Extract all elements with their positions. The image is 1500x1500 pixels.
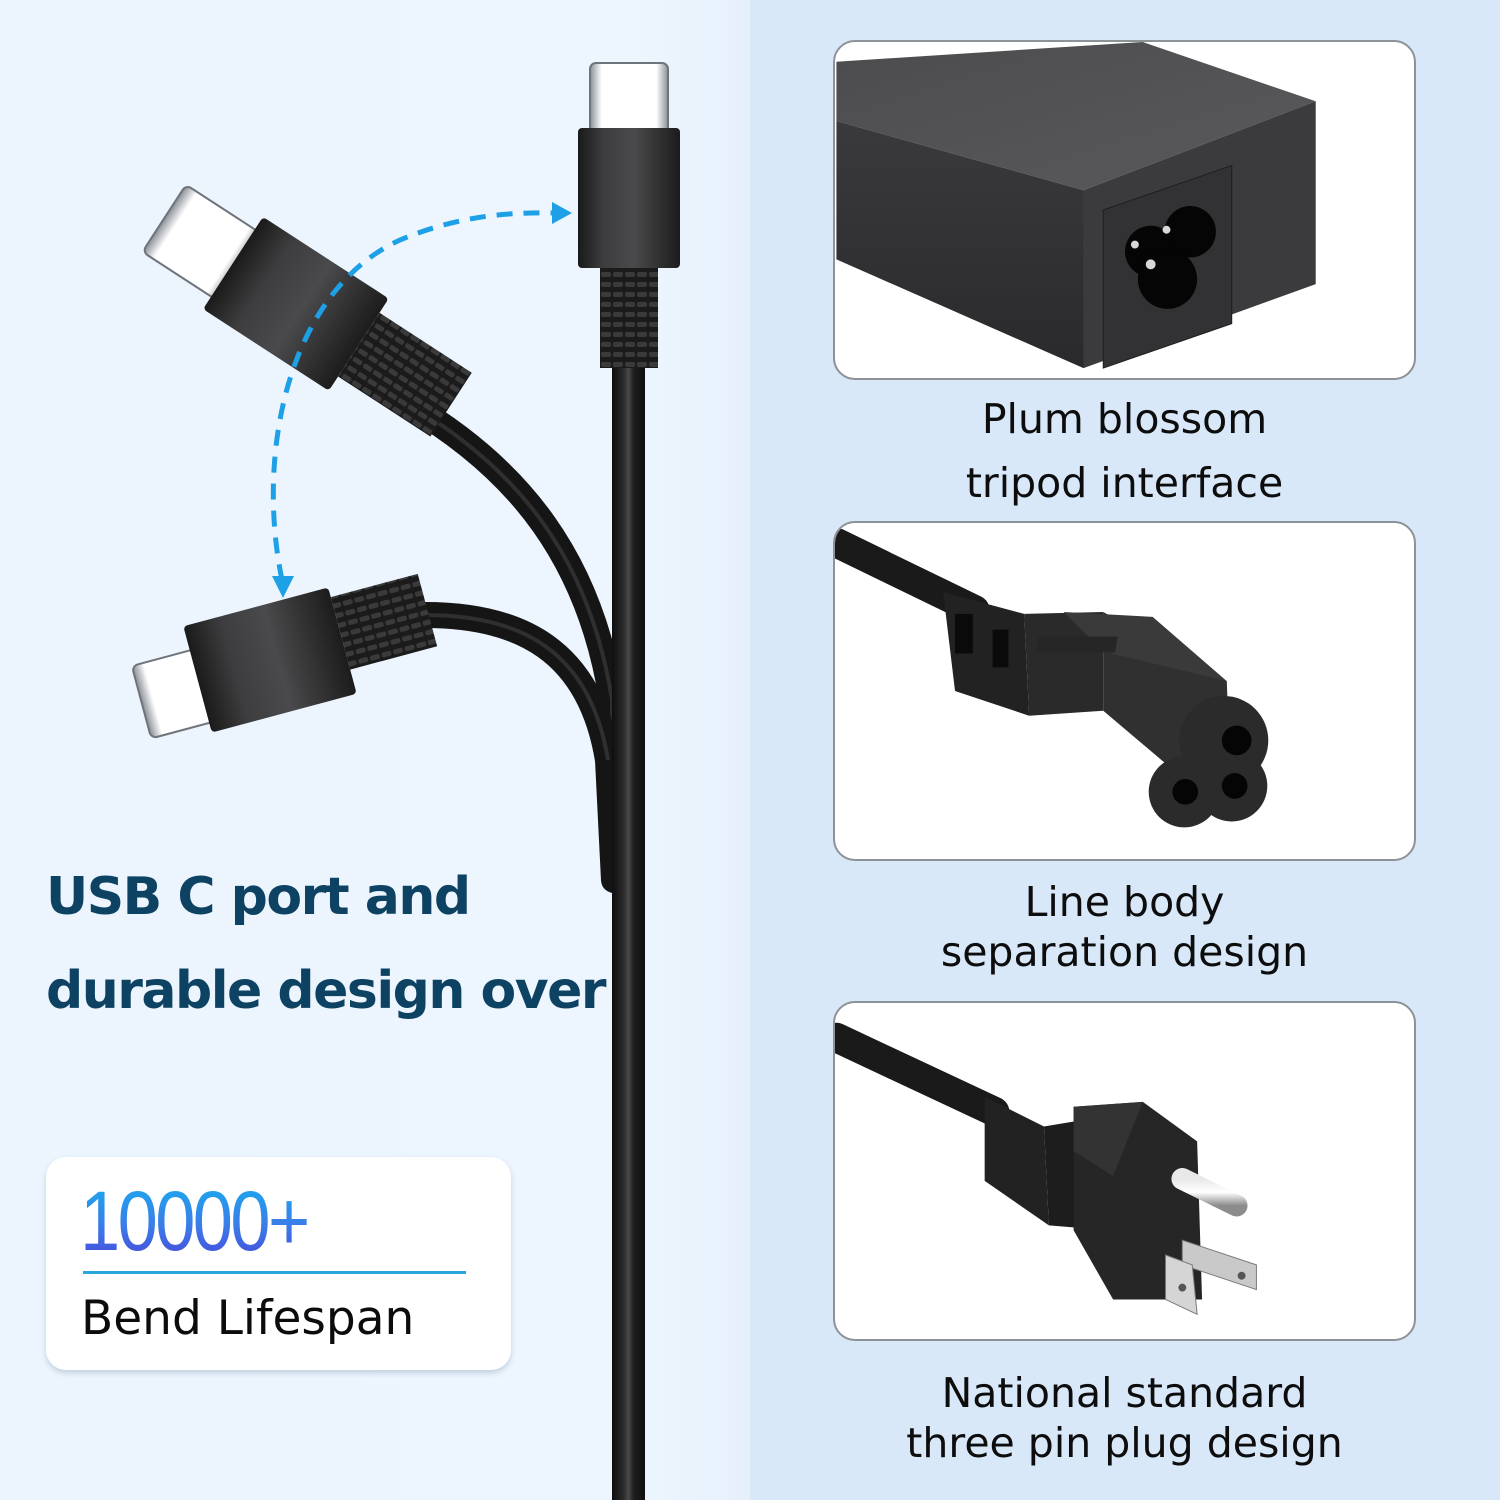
usb-c-cable-illustration bbox=[132, 62, 680, 1500]
bend-lifespan-label: Bend Lifespan bbox=[81, 1291, 415, 1346]
headline-line-1: USB C port and bbox=[46, 867, 471, 927]
feature-card-c5-connector bbox=[833, 521, 1416, 861]
bend-count-value: 10000+ bbox=[80, 1171, 310, 1271]
three-pin-plug-icon bbox=[835, 1022, 1257, 1316]
usb-c-connector-top bbox=[578, 62, 680, 368]
feature-caption-c5-connector: Line body separation design bbox=[940, 878, 1309, 976]
headline: USB C port and durable design over bbox=[46, 850, 646, 1038]
cloverleaf-connector-icon bbox=[835, 527, 1269, 828]
bend-lifespan-card: 10000+ Bend Lifespan bbox=[46, 1157, 511, 1370]
stat-divider bbox=[83, 1271, 466, 1274]
feature-caption-adapter: Plum blossom tripod interface bbox=[965, 395, 1284, 507]
feature-card-adapter bbox=[833, 40, 1416, 380]
bend-arrow bbox=[270, 210, 559, 581]
power-adapter-icon bbox=[836, 42, 1316, 369]
feature-caption-us-plug: National standard three pin plug design bbox=[906, 1369, 1343, 1467]
headline-line-2: durable design over bbox=[46, 961, 607, 1021]
feature-card-us-plug bbox=[833, 1001, 1416, 1341]
